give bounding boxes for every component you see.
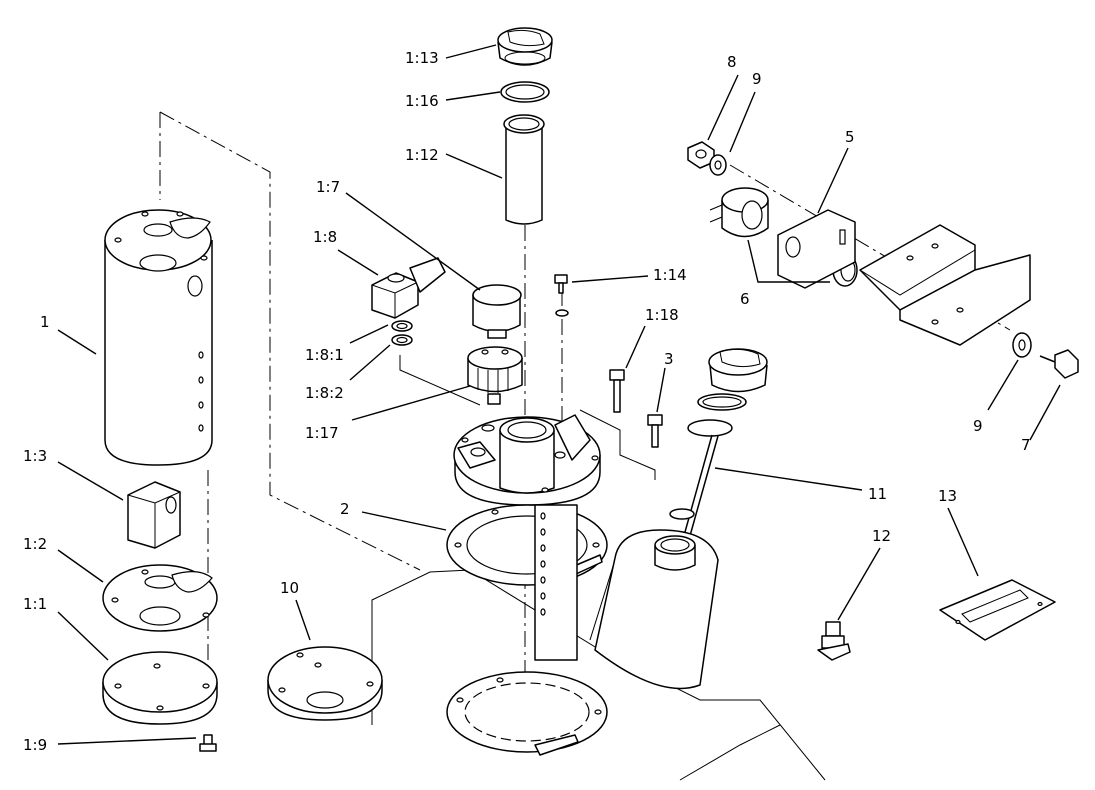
part-1-9-bolt [199, 734, 217, 752]
callout-2: 2 [340, 500, 350, 518]
callout-1-7: 1:7 [316, 178, 340, 196]
part-1-8-solenoid [371, 257, 446, 319]
callout-3: 3 [664, 350, 674, 368]
part-1-16-oring [500, 81, 550, 103]
callout-1-13: 1:13 [405, 49, 439, 67]
callout-1-17: 1:17 [305, 424, 339, 442]
part-6-switch [709, 187, 858, 287]
callout-6: 6 [740, 290, 750, 308]
part-1-3-block [127, 481, 181, 549]
callout-1-12: 1:12 [405, 146, 439, 164]
part-1-7-filter [472, 284, 522, 339]
part-1-8-washers [391, 320, 413, 346]
callout-1: 1 [40, 313, 50, 331]
callout-1-14: 1:14 [653, 266, 687, 284]
tank-body [371, 559, 826, 781]
part-5-bracket [777, 209, 1031, 346]
part-7-bolt [1039, 349, 1079, 379]
part-9-washer-top [709, 154, 727, 176]
assembly-centerlines [159, 111, 1011, 700]
callout-9-top: 9 [752, 70, 762, 88]
callout-1-3: 1:3 [23, 447, 47, 465]
part-11-filler-cap [669, 348, 768, 551]
callout-5: 5 [845, 128, 855, 146]
part-10-cover-plate [267, 646, 383, 721]
part-1-18-bolt [609, 369, 625, 413]
callout-1-2: 1:2 [23, 535, 47, 553]
part-1-1-base-plate [102, 651, 218, 725]
part-1-14-screw [554, 274, 569, 317]
leader-lines [57, 44, 1061, 745]
callout-9-bottom: 9 [973, 417, 983, 435]
tank-flange-ring [446, 671, 608, 756]
callout-8: 8 [727, 53, 737, 71]
callout-1-8-2: 1:8:2 [305, 384, 344, 402]
callout-13: 13 [938, 487, 957, 505]
callout-7: 7 [1021, 436, 1031, 454]
callout-labels: 1:13 1:16 1:12 1:7 1:8 1:14 1:18 1:8:1 1… [23, 49, 1031, 754]
tank-neck [594, 529, 719, 690]
callout-1-18: 1:18 [645, 306, 679, 324]
callout-1-9: 1:9 [23, 736, 47, 754]
part-12-fitting [817, 621, 851, 661]
callout-10: 10 [280, 579, 299, 597]
callout-12: 12 [872, 527, 891, 545]
callout-11: 11 [868, 485, 887, 503]
part-9-washer-bottom [1012, 332, 1032, 358]
callout-1-1: 1:1 [23, 595, 47, 613]
callout-1-8-1: 1:8:1 [305, 346, 344, 364]
part-1-17-pump [467, 346, 523, 405]
callout-1-16: 1:16 [405, 92, 439, 110]
part-3-bolt [647, 414, 663, 448]
pump-head-assembly [453, 414, 601, 506]
part-2-gasket [446, 504, 608, 661]
part-1-13-cap [497, 27, 553, 66]
part-1-2-gasket [102, 564, 218, 632]
part-1-canister [104, 209, 213, 466]
callout-1-8: 1:8 [313, 228, 337, 246]
part-1-12-filler-tube [503, 114, 545, 225]
part-13-plate [939, 579, 1056, 641]
